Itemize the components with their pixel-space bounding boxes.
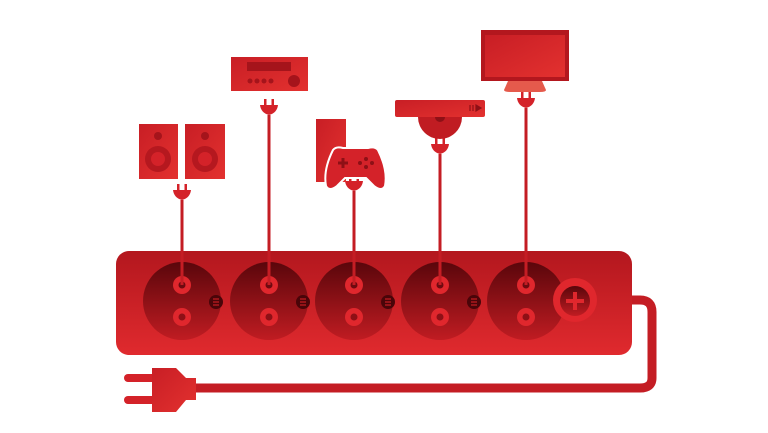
plug-icon <box>260 105 278 115</box>
socket[interactable] <box>487 262 565 340</box>
power-cable <box>190 295 657 393</box>
ground-clip-icon <box>209 295 223 309</box>
device-plug-cord <box>517 92 535 285</box>
socket[interactable] <box>401 262 481 340</box>
device-plug-cord <box>173 184 191 285</box>
stereo-receiver-icon <box>231 57 308 91</box>
game-console-icon <box>316 119 387 190</box>
ground-clip-icon <box>296 295 310 309</box>
device-plug-cord <box>431 138 449 285</box>
main-plug-icon <box>124 368 196 412</box>
ground-clip-icon <box>381 295 395 309</box>
plug-icon <box>173 190 191 200</box>
plug-icon <box>431 144 449 154</box>
dvd-player-icon <box>395 100 485 139</box>
device-plug-cord <box>260 99 278 285</box>
power-button[interactable] <box>553 278 597 322</box>
tv-monitor-icon <box>481 30 569 92</box>
plug-icon <box>345 181 363 191</box>
ground-clip-icon <box>467 295 481 309</box>
plug-icon <box>517 98 535 108</box>
speakers-icon <box>139 124 225 179</box>
